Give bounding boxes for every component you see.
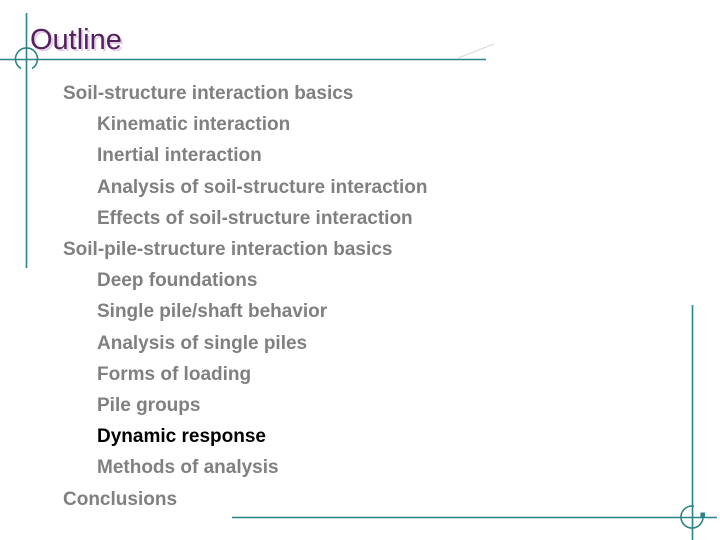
outline-item: Analysis of single piles [97,332,308,354]
outline-item: Pile groups [97,395,201,417]
outline-item: Inertial interaction [97,145,262,167]
slide-title: Outline [30,24,122,56]
outline-item: Effects of soil-structure interaction [97,207,413,229]
outline-item: Deep foundations [97,270,258,292]
outline-item: Soil-pile-structure interaction basics [63,239,393,261]
outline-item: Single pile/shaft behavior [97,301,328,323]
outline-item: Conclusions [63,488,178,510]
outline-item: Forms of loading [97,363,252,385]
outline-item: Analysis of soil-structure interaction [97,176,428,198]
outline-item: Kinematic interaction [97,114,291,136]
bottom-right-compass-circle [680,505,704,529]
outline-item: Soil-structure interaction basics [63,83,354,104]
title-underline-tick [457,43,495,59]
bottom-right-endpoint-dot [700,512,705,517]
outline-item: Dynamic response [97,426,266,448]
outline-item: Methods of analysis [97,457,279,479]
